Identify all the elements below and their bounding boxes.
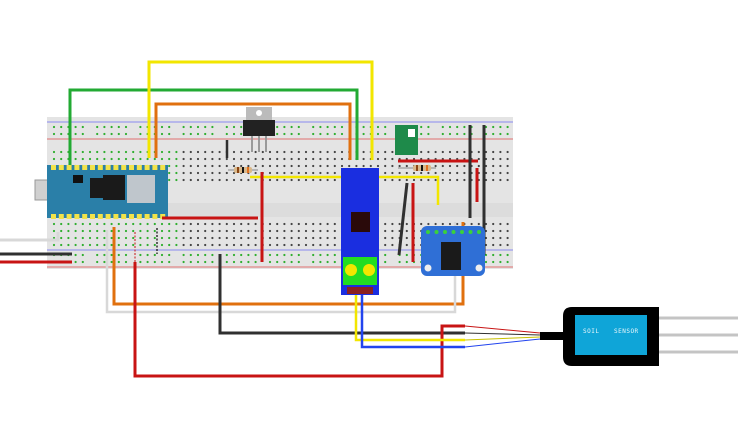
external-power-wires (0, 232, 72, 264)
wire-black (397, 182, 409, 256)
resistor (228, 167, 258, 173)
voltage-regulator (243, 107, 275, 152)
wire-yellow (250, 175, 440, 205)
wire-yellow (354, 290, 465, 342)
soil-sensor-label-soil: SOIL (583, 328, 599, 335)
soil-sensor-label-sensor: SENSOR (614, 328, 639, 335)
wire-yellow (147, 60, 374, 160)
wire-orange (154, 102, 352, 160)
adc-breakout-board (421, 226, 485, 276)
wire-red (133, 262, 465, 378)
wire-green (68, 88, 359, 165)
soil-moisture-sensor: SOIL SENSOR (540, 307, 738, 366)
small-breakout-board (395, 125, 418, 155)
wire-black (218, 254, 465, 335)
wire-blue (360, 290, 465, 349)
arduino-nano-board (34, 165, 168, 219)
sensor-interface-module (341, 168, 379, 295)
resistor (398, 165, 436, 171)
